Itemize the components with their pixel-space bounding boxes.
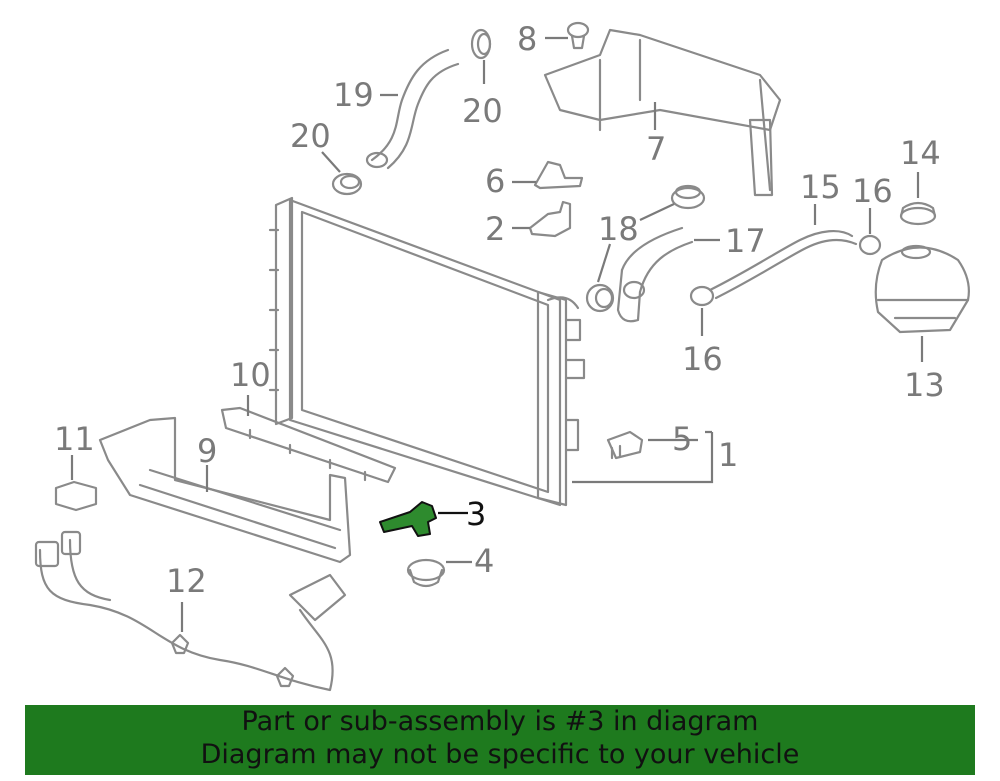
bracket-3-part-highlighted (379, 501, 437, 537)
overflow-hose-part (708, 230, 858, 300)
deflector-part (220, 406, 397, 484)
banner-line-2: Diagram may not be specific to your vehi… (200, 739, 800, 770)
reservoir-part (874, 244, 970, 334)
bracket-6-part (533, 160, 584, 190)
tie-bar-part (543, 28, 782, 197)
sensor-part (606, 430, 644, 460)
clamp-16b-part (689, 285, 715, 307)
callout-16b: 16 (682, 340, 723, 378)
callout-16a: 16 (852, 172, 893, 210)
info-banner: Part or sub-assembly is #3 in diagram Di… (25, 705, 975, 775)
callout-3: 3 (466, 495, 486, 533)
callout-18: 18 (598, 210, 639, 248)
callout-7: 7 (646, 130, 666, 168)
clamp-16a-part (858, 234, 882, 256)
lower-hose-part (616, 226, 694, 323)
parts-diagram: 1 2 3 4 5 6 7 8 9 10 11 12 13 14 15 16 1… (34, 20, 970, 692)
clamp-lower-part (331, 172, 363, 196)
callout-6: 6 (485, 162, 505, 200)
grommet-part (406, 558, 446, 588)
callout-15: 15 (800, 168, 841, 206)
callout-14: 14 (900, 134, 941, 172)
callout-17: 17 (725, 222, 766, 260)
callout-11: 11 (54, 420, 95, 458)
callout-19: 19 (333, 76, 374, 114)
callout-12: 12 (166, 562, 207, 600)
callout-labels: 1 2 3 4 5 6 7 8 9 10 11 12 13 14 15 16 1… (54, 20, 945, 600)
leader-lines (70, 36, 924, 632)
callout-10: 10 (230, 356, 271, 394)
callout-9: 9 (197, 432, 217, 470)
radiator-part (268, 196, 586, 507)
callout-2: 2 (485, 210, 505, 248)
push-pin-part (566, 21, 590, 50)
callout-20-upper: 20 (462, 92, 503, 130)
clamp-upper-part (470, 28, 492, 60)
callout-8: 8 (517, 20, 537, 58)
clamp-18-part (585, 283, 615, 313)
upper-hose-part (365, 48, 460, 170)
callout-4: 4 (474, 542, 494, 580)
lower-support-part (98, 416, 352, 564)
hose-cap-part (670, 184, 706, 210)
connector-11-part (54, 480, 98, 512)
bracket-2-part (528, 200, 572, 238)
callout-20-lower: 20 (290, 117, 331, 155)
callout-1: 1 (718, 436, 738, 474)
callout-13: 13 (904, 366, 945, 404)
banner-line-1: Part or sub-assembly is #3 in diagram (241, 706, 759, 737)
wiring-harness-part (34, 530, 347, 692)
reservoir-cap-part (899, 201, 937, 226)
callout-5: 5 (672, 420, 692, 458)
